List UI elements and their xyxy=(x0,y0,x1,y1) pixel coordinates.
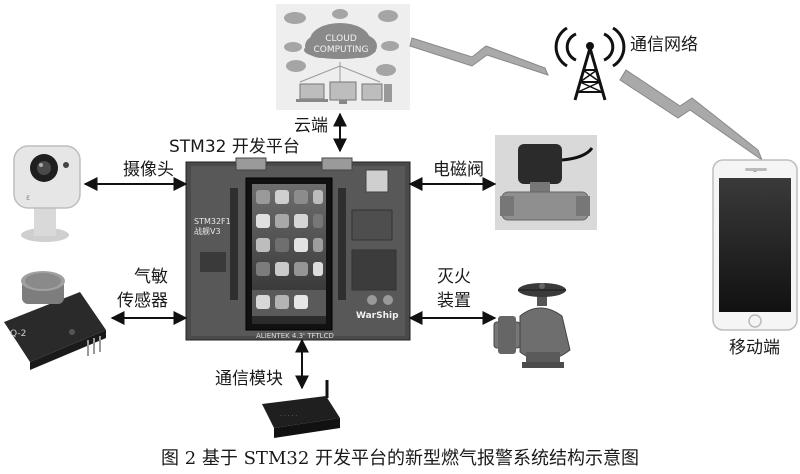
mobile-label: 移动端 xyxy=(729,338,780,358)
fire-label-line2: 装置 xyxy=(437,291,471,311)
board-model-text: 战舰V3 xyxy=(194,226,221,236)
wireless-link-bolt xyxy=(409,37,549,76)
small-cloud-icon xyxy=(381,41,399,51)
figure-caption: 图 2 基于 STM32 开发平台的新型燃气报警系统结构示意图 xyxy=(161,448,639,469)
laptop-icon xyxy=(296,83,328,102)
board-warship-text: WarShip xyxy=(356,311,399,321)
board-title-label: STM32 开发平台 xyxy=(169,137,300,157)
camera-label: 摄像头 xyxy=(123,160,174,180)
cloud-text-1: CLOUD xyxy=(325,34,357,44)
fire-valve-image xyxy=(493,283,571,368)
lcd-app-icons xyxy=(252,190,326,316)
comm-module-label: 通信模块 xyxy=(215,369,283,389)
solenoid-valve-image xyxy=(495,135,597,230)
cloud-text-2: COMPUTING xyxy=(313,45,368,55)
network-label: 通信网络 xyxy=(630,35,698,55)
board-name-text: STM32F1 xyxy=(194,217,231,226)
desktop-icon xyxy=(361,83,392,102)
cloud-end-label: 云端 xyxy=(294,116,328,136)
small-cloud-icon xyxy=(284,12,306,24)
fire-label-line1: 灭火 xyxy=(437,267,471,287)
svg-text:ε: ε xyxy=(26,193,30,202)
gas-sensor-image: Q-2 xyxy=(4,271,106,370)
svg-text:· · · · ·: · · · · · xyxy=(280,413,297,420)
board-footer-text: ALIENTEK 4.3' TFTLCD xyxy=(256,332,334,340)
serial-connector-icon xyxy=(235,157,267,171)
small-cloud-icon xyxy=(286,60,306,72)
monitor-icon xyxy=(329,81,357,104)
cloud-icon xyxy=(304,23,377,59)
antenna-tower-icon xyxy=(554,26,626,101)
cloud-computing-image: CLOUD COMPUTING xyxy=(276,4,410,110)
phone-screen xyxy=(719,178,791,312)
camera-image: ε xyxy=(13,145,81,242)
small-cloud-icon xyxy=(378,10,398,22)
small-cloud-icon xyxy=(332,9,348,19)
gas-sensor-label-line2: 传感器 xyxy=(117,291,168,311)
small-cloud-icon xyxy=(376,64,396,76)
serial-connector-icon xyxy=(321,157,353,171)
home-button-icon xyxy=(748,314,762,328)
stm32-board-image: STM32F1 战舰V3 WarShip ALIENTEK 4.3' TFTLC… xyxy=(185,157,411,341)
ethernet-port-icon xyxy=(365,169,389,193)
comm-module-image: · · · · · xyxy=(262,380,340,438)
wireless-link-bolt xyxy=(619,69,764,162)
small-cloud-icon xyxy=(284,42,302,52)
valve-label: 电磁阀 xyxy=(433,160,484,180)
sensor-tag-text: Q-2 xyxy=(10,329,26,339)
mobile-phone-image xyxy=(712,159,798,331)
gas-sensor-label-line1: 气敏 xyxy=(134,267,168,287)
